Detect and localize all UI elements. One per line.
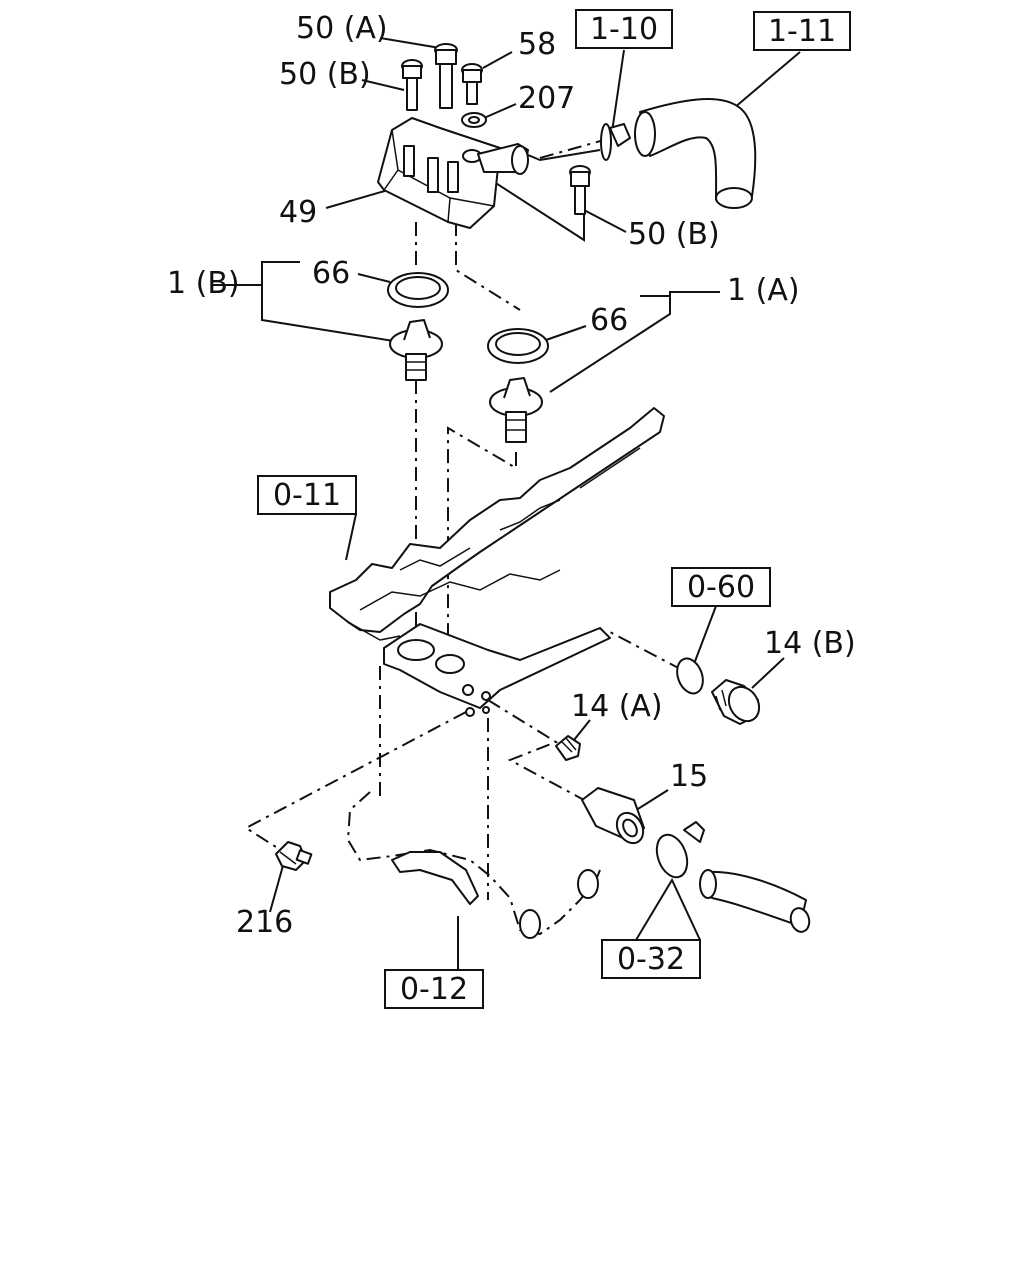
thermostat-housing[interactable] bbox=[377, 117, 529, 229]
thermostat-1a[interactable] bbox=[489, 377, 543, 443]
label-50b-top: 50 (B) bbox=[279, 57, 371, 92]
label-66-right: 66 bbox=[590, 303, 628, 338]
cylinder-block-0-12[interactable] bbox=[346, 791, 601, 939]
label-50a: 50 (A) bbox=[296, 11, 388, 46]
ref-label-0-12: 0-12 bbox=[400, 972, 468, 1007]
water-outlet-block[interactable] bbox=[383, 623, 611, 717]
pipe-15[interactable] bbox=[581, 787, 648, 848]
ref-label-0-32: 0-32 bbox=[617, 942, 685, 977]
ref-box-0-12[interactable]: 0-12 bbox=[384, 969, 484, 1009]
washer-207[interactable] bbox=[461, 112, 487, 128]
gasket-0-60[interactable] bbox=[673, 655, 708, 697]
sensor-216[interactable] bbox=[275, 841, 313, 871]
bolt-50a[interactable] bbox=[434, 43, 458, 109]
label-14b: 14 (B) bbox=[764, 626, 856, 661]
ref-label-0-11: 0-11 bbox=[273, 478, 341, 513]
assembly-lines bbox=[244, 139, 687, 900]
hose-clamp-1-10[interactable] bbox=[600, 123, 631, 161]
label-14a: 14 (A) bbox=[571, 689, 663, 724]
ref-label-0-60: 0-60 bbox=[687, 570, 755, 605]
label-58: 58 bbox=[518, 27, 556, 62]
label-207: 207 bbox=[518, 81, 575, 116]
ref-label-1-11: 1-11 bbox=[768, 14, 836, 49]
ref-box-0-11[interactable]: 0-11 bbox=[257, 475, 357, 515]
label-49: 49 bbox=[279, 195, 317, 230]
cylinder-head-0-11[interactable] bbox=[329, 407, 665, 641]
label-1b: 1 (B) bbox=[167, 266, 240, 301]
ref-box-1-10[interactable]: 1-10 bbox=[575, 9, 673, 49]
plug-14a[interactable] bbox=[555, 735, 581, 761]
bolt-50b-top[interactable] bbox=[401, 59, 423, 111]
bolt-58[interactable] bbox=[461, 63, 483, 105]
plug-14b[interactable] bbox=[711, 679, 765, 727]
hose-0-32[interactable] bbox=[699, 869, 812, 934]
label-216: 216 bbox=[236, 905, 293, 940]
ref-box-1-11[interactable]: 1-11 bbox=[753, 11, 851, 51]
label-15: 15 bbox=[670, 759, 708, 794]
gasket-66-right[interactable] bbox=[487, 328, 549, 364]
label-66-left: 66 bbox=[312, 256, 350, 291]
ref-label-1-10: 1-10 bbox=[590, 12, 658, 47]
gasket-66-left[interactable] bbox=[387, 272, 449, 308]
bolt-50b-right[interactable] bbox=[569, 165, 591, 215]
ref-box-0-60[interactable]: 0-60 bbox=[671, 567, 771, 607]
ref-box-0-32[interactable]: 0-32 bbox=[601, 939, 701, 979]
label-50b-right: 50 (B) bbox=[628, 217, 720, 252]
hose-clamp-0-32[interactable] bbox=[651, 821, 705, 881]
thermostat-1b[interactable] bbox=[389, 319, 443, 381]
label-1a: 1 (A) bbox=[727, 273, 800, 308]
radiator-hose-1-11[interactable] bbox=[634, 98, 757, 209]
